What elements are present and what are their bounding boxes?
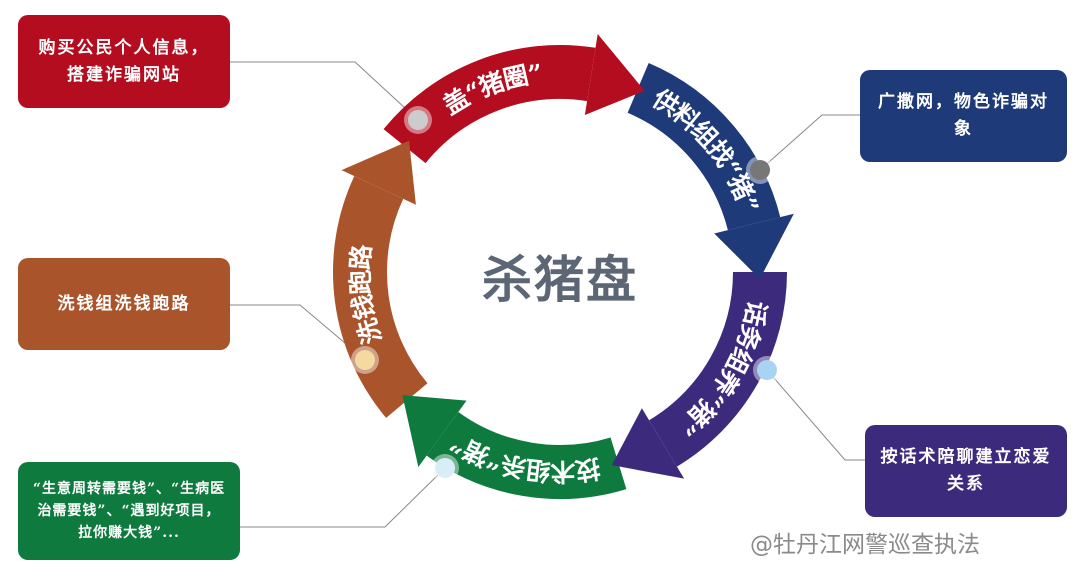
arrowhead-raise-pig [611,408,685,479]
arrowhead-kill-pig [402,395,467,467]
box-romance-chat: 按话术陪聊建立恋爱关系 [865,425,1067,517]
connector-line-4 [240,467,446,528]
connector-line-3 [766,369,865,461]
connector-dot [757,360,777,380]
diagram-title: 杀猪盘 [482,250,638,309]
watermark: @牡丹江网警巡查执法 [750,532,980,558]
connector-line-5 [230,304,366,361]
connector-line-1 [230,61,419,121]
arrowhead-launder [341,140,416,205]
connector-line-2 [759,114,860,171]
box-find-targets: 广撒网，物色诈骗对象 [860,70,1067,162]
connector-dot [750,160,770,180]
box-launder-flee: 洗钱组洗钱跑路 [18,258,230,350]
segment-find-pig [627,63,781,231]
segment-kill-pig [426,411,627,499]
segment-raise-pig [648,271,787,467]
arrowhead-build-pen [584,33,645,115]
arrowhead-find-pig [714,213,794,279]
segment-launder [333,176,428,418]
connector-lines [230,61,865,528]
connector-dot [408,110,428,130]
connector-dot [435,458,455,478]
connector-dot [355,350,375,370]
box-build-site: 购买公民个人信息，搭建诈骗网站 [18,15,230,108]
box-money-pretext: “生意周转需要钱”、“生病医治需要钱”、“遇到好项目，拉你赚大钱”... [18,462,240,560]
